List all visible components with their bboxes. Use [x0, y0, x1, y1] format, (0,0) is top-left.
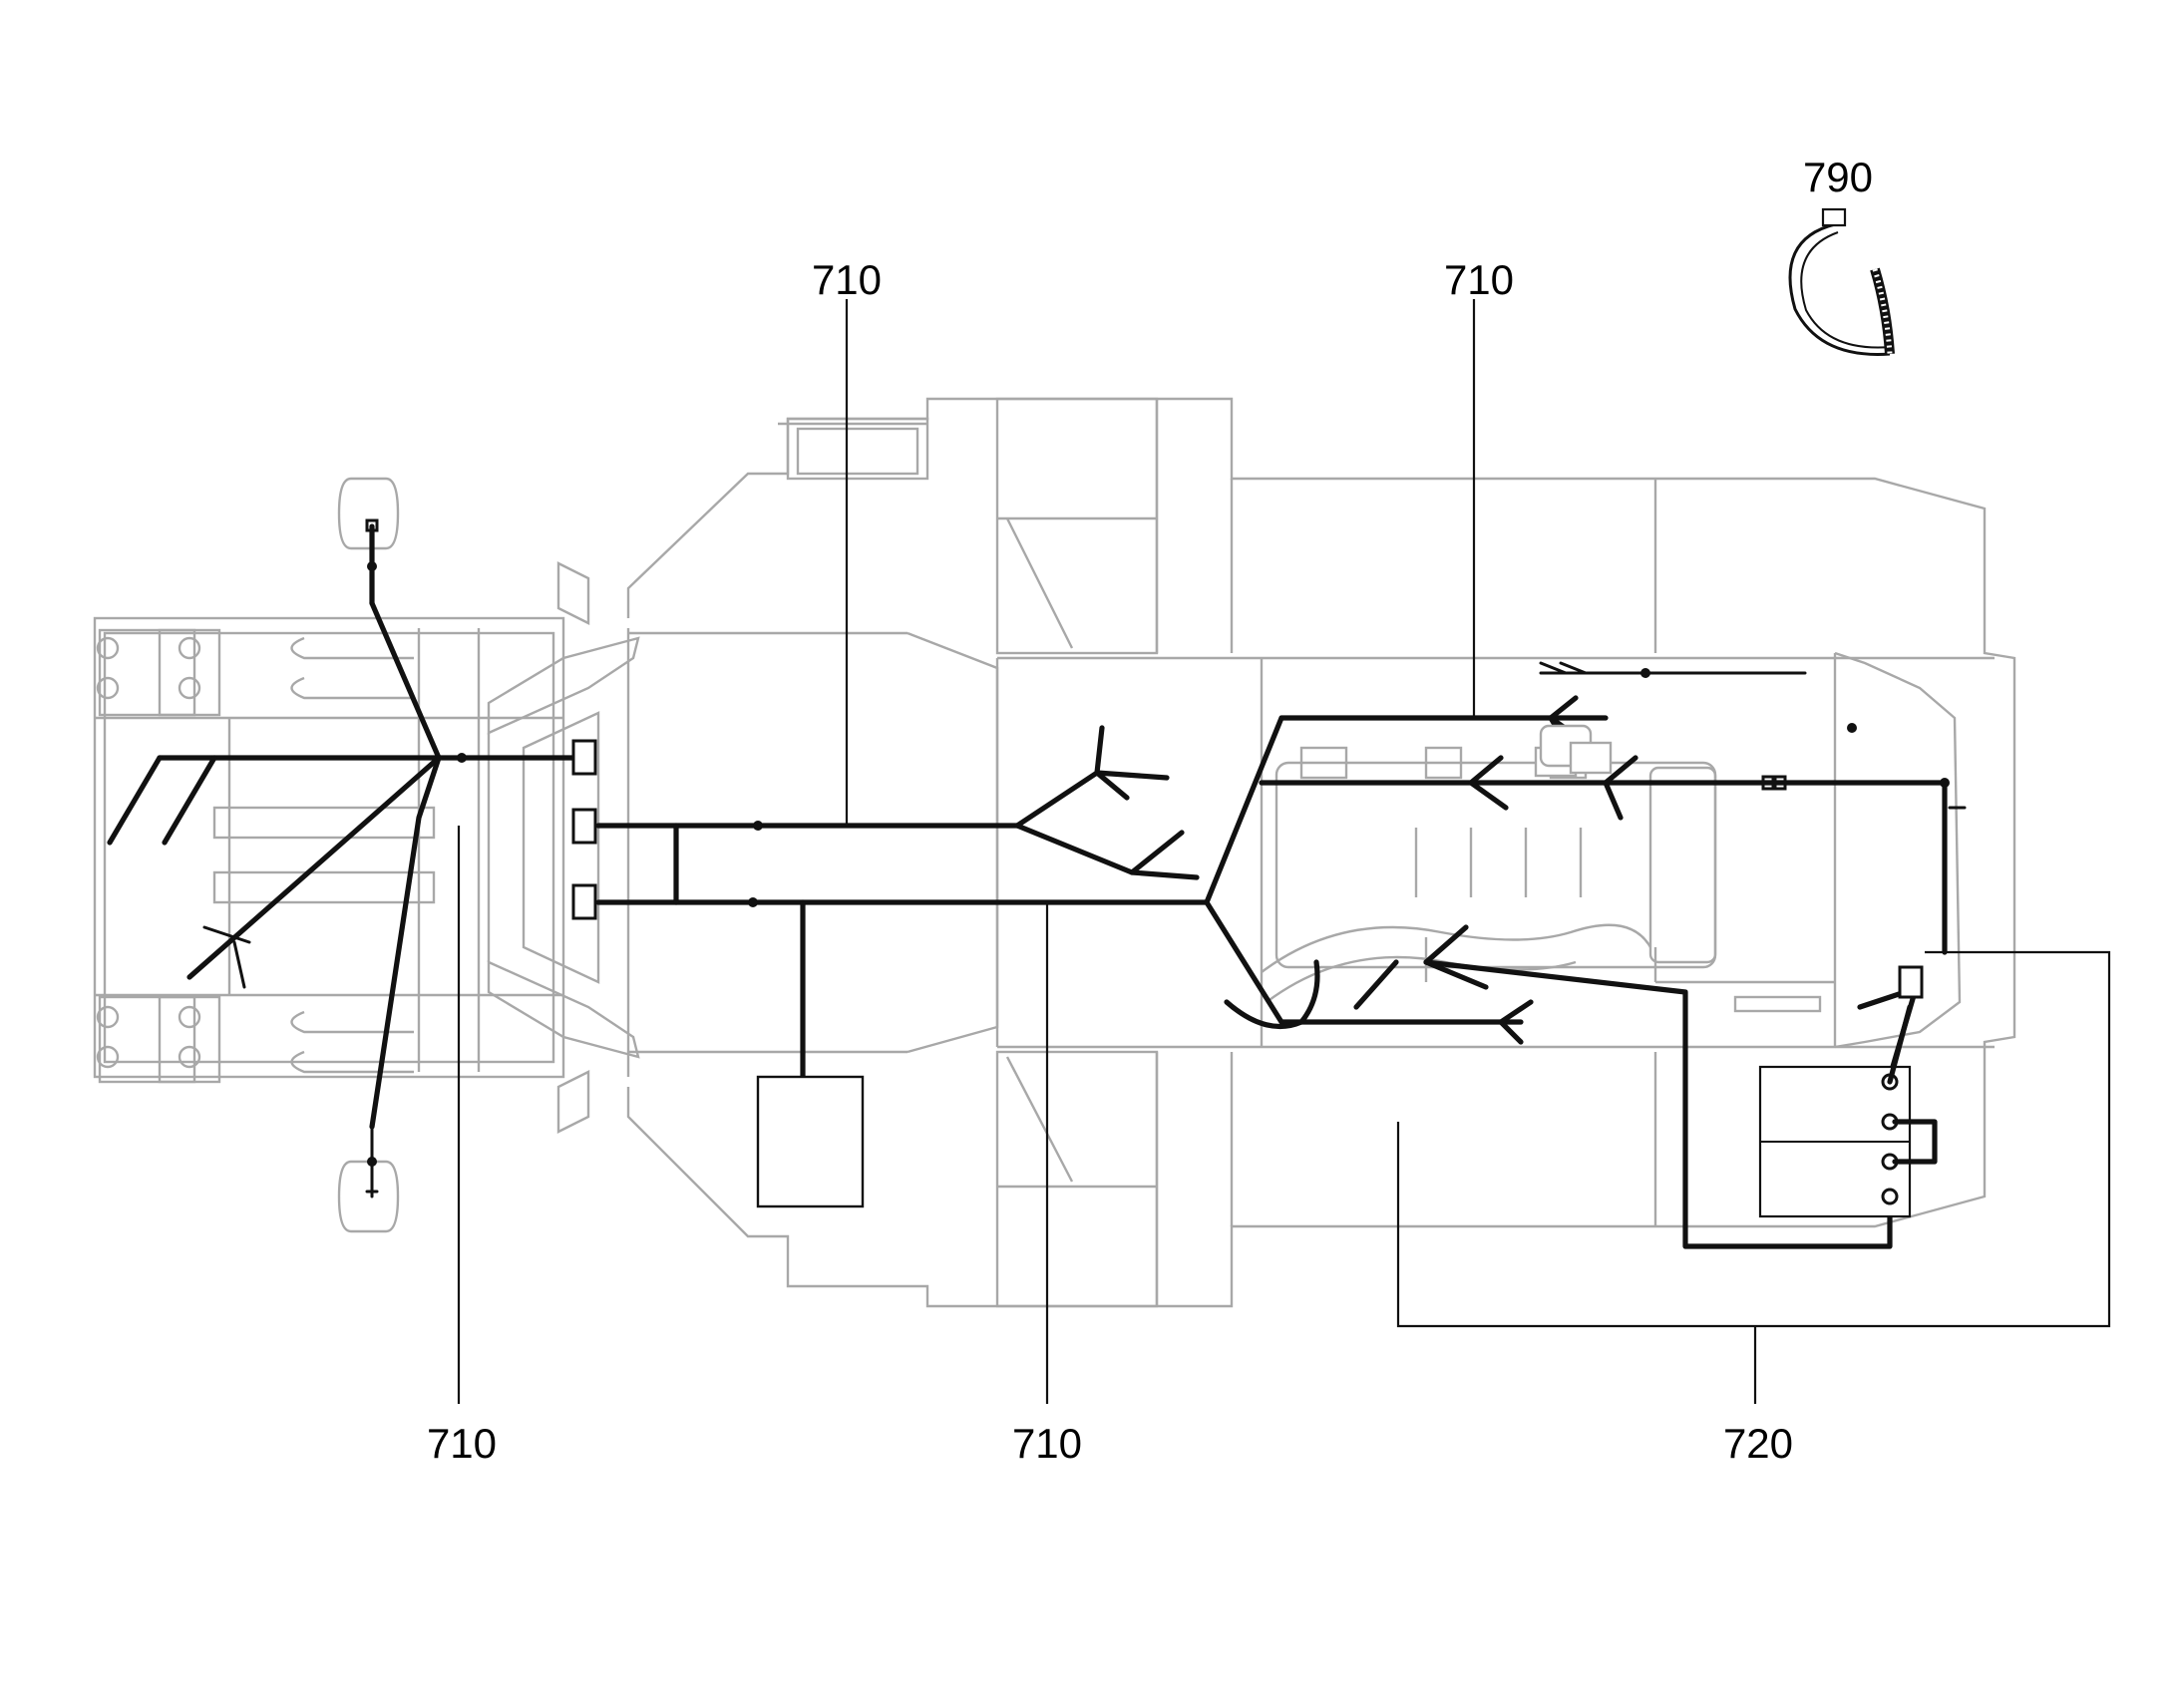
callout-710-bottom-center: 710 — [1012, 1420, 1082, 1467]
wiring-harness-710 — [107, 518, 1967, 1249]
callout-710-bottom-left: 710 — [427, 1420, 497, 1467]
callout-labels: 710 710 710 710 720 790 — [427, 154, 1873, 1467]
cable-tie-790 — [1788, 207, 1895, 356]
callout-720: 720 — [1723, 1420, 1793, 1467]
battery-cables-720 — [1758, 965, 1938, 1218]
callout-710-top-right: 710 — [1444, 256, 1514, 303]
vehicle-frame — [93, 397, 2016, 1308]
callout-790: 790 — [1803, 154, 1873, 200]
leader-lines — [457, 299, 2111, 1404]
callout-710-top-left: 710 — [812, 256, 882, 303]
